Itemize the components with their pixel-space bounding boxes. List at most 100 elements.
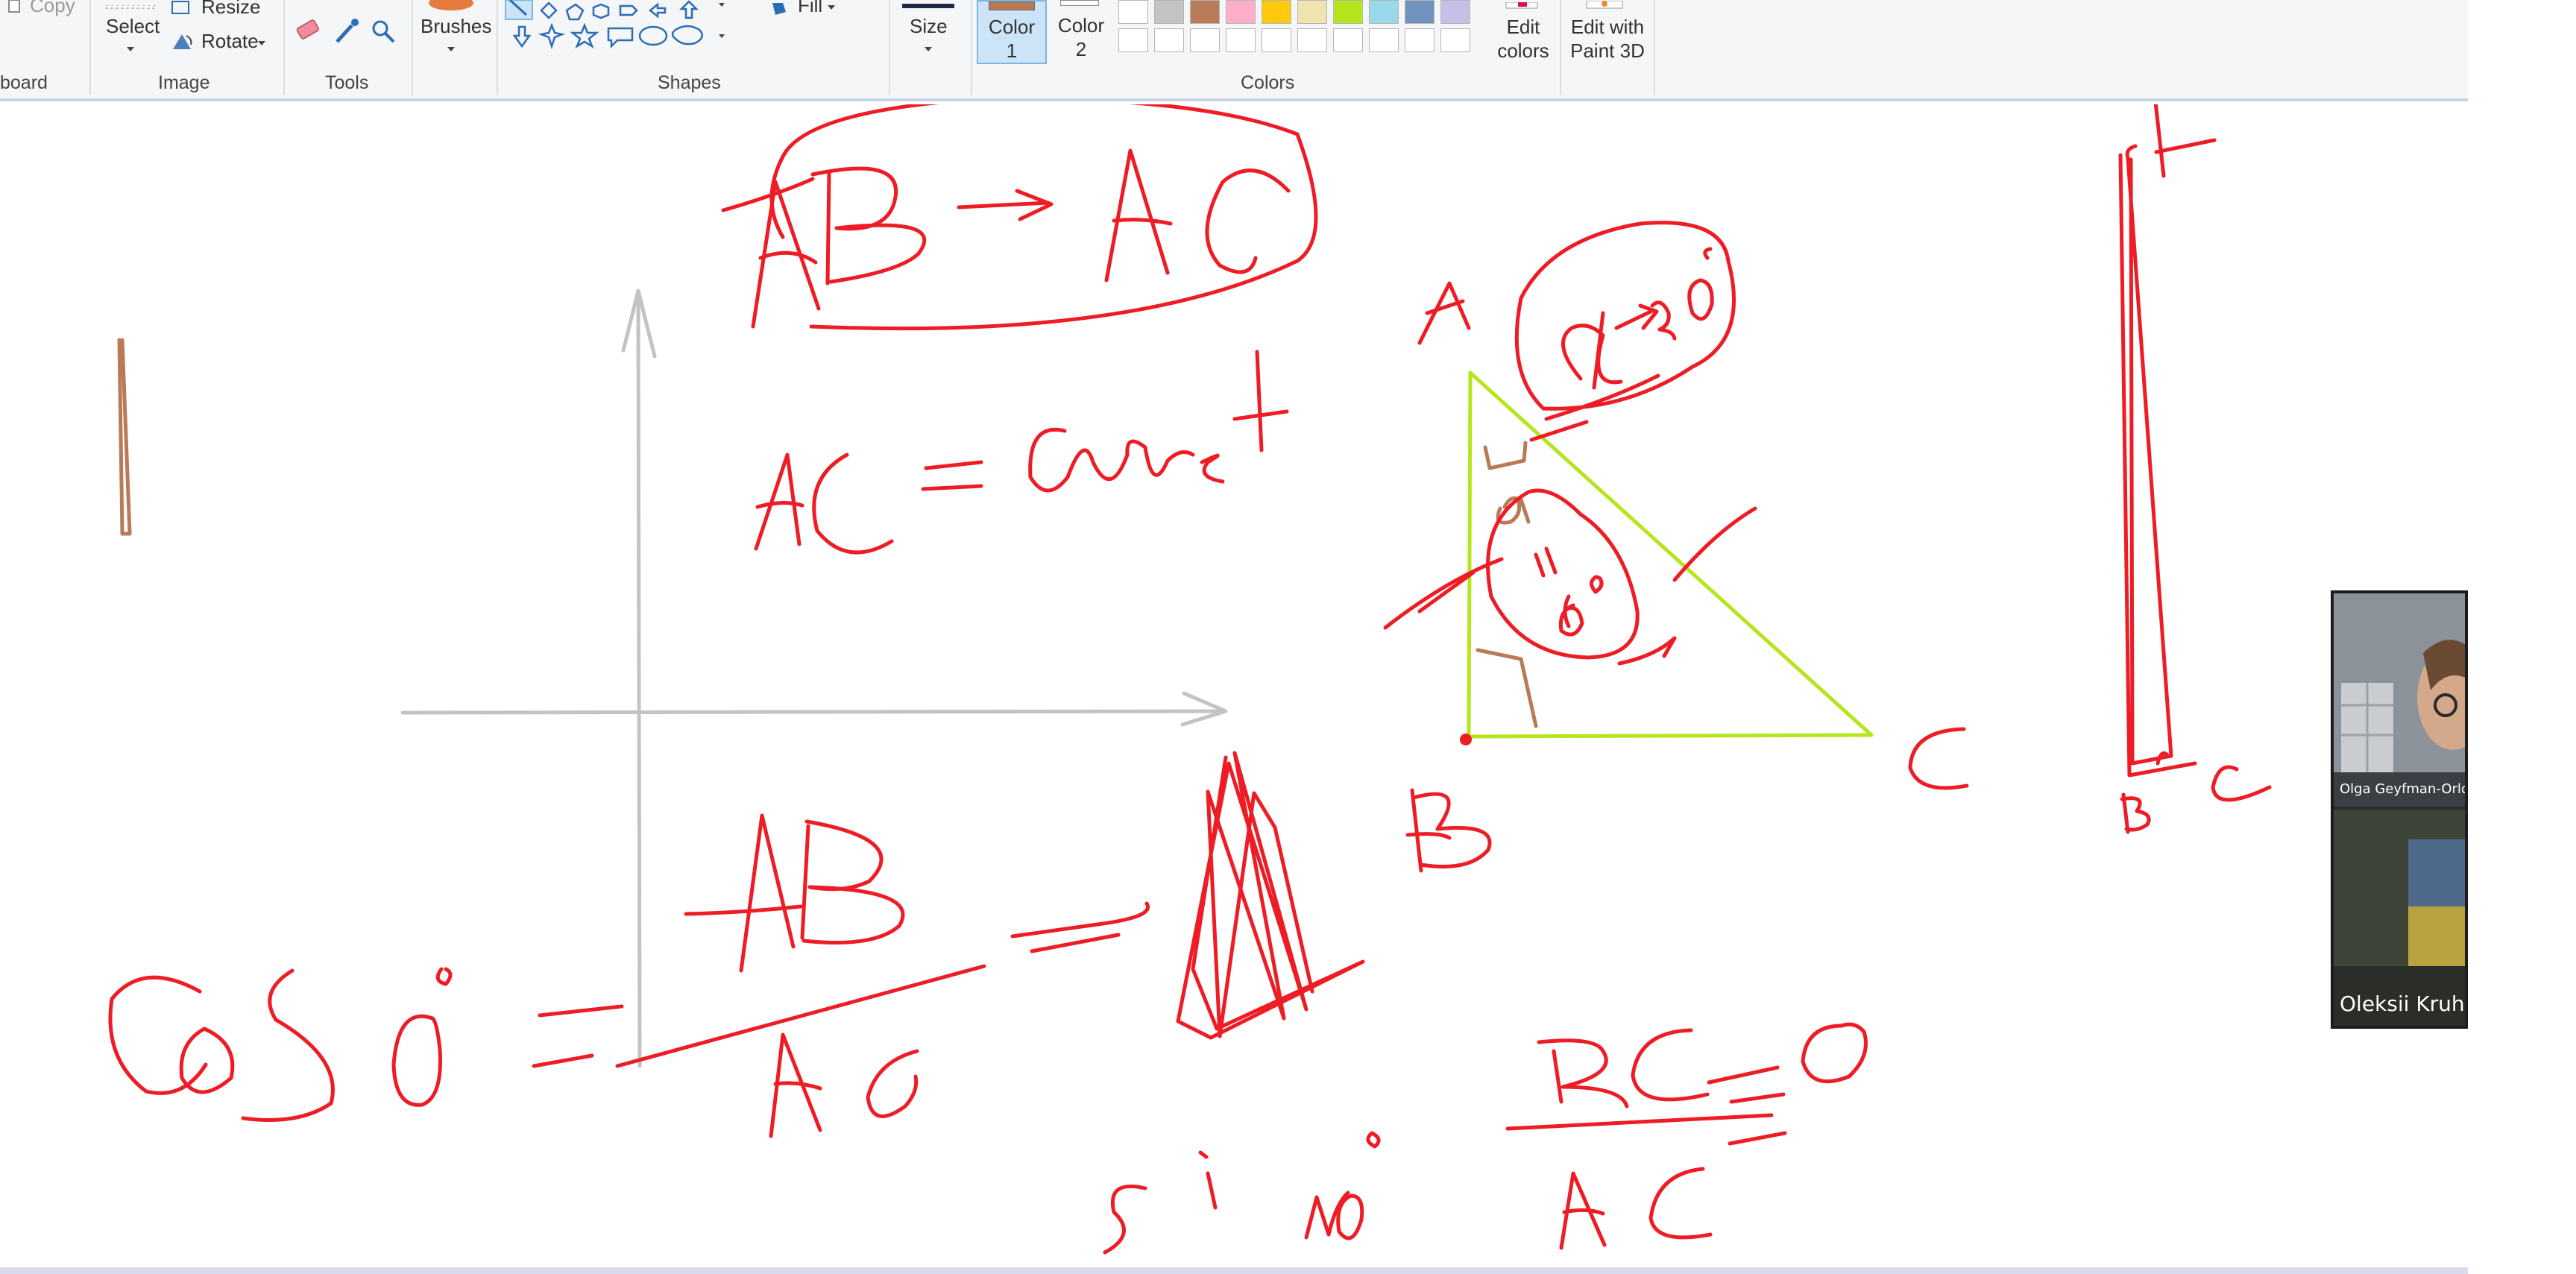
ink-equals-2 bbox=[532, 1004, 624, 1068]
video-call-panel[interactable]: Olga Geyfman-Orlov Oleksii Kruhly bbox=[2331, 590, 2468, 1029]
video-tile-2[interactable]: Oleksii Kruhly bbox=[2334, 810, 2465, 1026]
palette-swatch[interactable] bbox=[1369, 0, 1399, 24]
chevron-down-icon[interactable] bbox=[256, 37, 267, 45]
chevron-down-icon[interactable] bbox=[923, 43, 933, 51]
copy-icon[interactable] bbox=[7, 0, 24, 13]
participant-name-2: Oleksii Kruhly bbox=[2340, 991, 2465, 1016]
ink-side-ab-mark bbox=[1383, 557, 1504, 630]
separator bbox=[412, 0, 413, 95]
ink-sin-zero bbox=[1336, 1193, 1364, 1240]
palette-swatch[interactable] bbox=[1440, 0, 1470, 24]
edit-with-paint3d-button[interactable]: Edit with Paint 3D bbox=[1570, 16, 1645, 62]
palette-swatch[interactable] bbox=[1226, 0, 1256, 24]
palette-swatch[interactable] bbox=[1333, 28, 1363, 52]
ink-fraction-line bbox=[615, 964, 986, 1068]
color-palette bbox=[1118, 0, 1488, 63]
palette-swatch[interactable] bbox=[1262, 0, 1291, 24]
ink-side-ab-mark-2 bbox=[1417, 570, 1476, 614]
ink-tall-c bbox=[2211, 765, 2272, 802]
eraser-icon[interactable] bbox=[292, 18, 322, 45]
ink-ab bbox=[751, 166, 927, 329]
select-button[interactable]: Select bbox=[106, 15, 160, 37]
size-button[interactable]: Size bbox=[910, 15, 948, 37]
ink-ab-line-1 bbox=[1544, 373, 1660, 421]
ink-ab-2 bbox=[684, 813, 905, 973]
separator bbox=[283, 0, 285, 95]
ink-s bbox=[241, 968, 335, 1122]
ink-tall-triangle bbox=[2118, 144, 2197, 778]
palette-swatch[interactable] bbox=[1405, 28, 1435, 52]
color2-swatch bbox=[1060, 0, 1099, 6]
video-tile-1[interactable]: Olga Geyfman-Orlov bbox=[2334, 593, 2468, 807]
ink-zero bbox=[391, 1014, 442, 1107]
palette-swatch[interactable] bbox=[1118, 0, 1148, 24]
edit-colors-icon[interactable] bbox=[1503, 0, 1540, 9]
ink-ac-2 bbox=[754, 452, 894, 555]
copy-button[interactable]: Copy bbox=[30, 0, 75, 16]
palette-swatch[interactable] bbox=[1262, 28, 1291, 52]
ink-tall-b-tick bbox=[2155, 751, 2169, 766]
select-icon[interactable] bbox=[104, 0, 157, 9]
y-axis bbox=[636, 296, 642, 1068]
ink-zero-2 bbox=[1687, 247, 1714, 321]
clipboard-group-label: board bbox=[0, 72, 48, 93]
paint3d-icon[interactable] bbox=[1582, 0, 1627, 9]
brushes-button[interactable]: Brushes bbox=[421, 15, 492, 37]
resize-icon[interactable] bbox=[170, 0, 192, 16]
separator bbox=[1560, 0, 1561, 95]
palette-swatch[interactable] bbox=[1154, 28, 1184, 52]
ink-alpha-ellipse bbox=[1514, 221, 1736, 411]
chevron-down-icon[interactable] bbox=[446, 43, 456, 51]
palette-swatch[interactable] bbox=[1118, 28, 1148, 52]
ink-ac-4 bbox=[1559, 1167, 1713, 1250]
color2-button[interactable]: Color 2 bbox=[1047, 0, 1115, 64]
size-icon[interactable] bbox=[902, 0, 954, 8]
palette-swatch[interactable] bbox=[1369, 28, 1399, 52]
fill-button[interactable]: Fill bbox=[798, 0, 823, 16]
shapes-gallery[interactable] bbox=[504, 0, 758, 54]
ink-side-bc-mark bbox=[1617, 636, 1677, 666]
palette-swatch[interactable] bbox=[1405, 0, 1435, 24]
fill-icon[interactable] bbox=[768, 0, 793, 18]
palette-swatch[interactable] bbox=[1297, 0, 1327, 24]
ink-c bbox=[108, 975, 208, 1095]
palette-swatch[interactable] bbox=[1333, 0, 1363, 24]
ribbon-toolbar: Copy board Select Resize Rotate Image To… bbox=[0, 0, 2468, 101]
palette-swatch[interactable] bbox=[1297, 28, 1327, 52]
ink-ac-3 bbox=[769, 1032, 919, 1138]
ink-equals-1 bbox=[921, 460, 983, 491]
brush-icon[interactable] bbox=[425, 0, 477, 12]
freehand-drawing bbox=[108, 104, 2272, 1255]
palette-swatch[interactable] bbox=[1154, 0, 1184, 24]
ink-scribble-triangle bbox=[1176, 751, 1365, 1040]
ink-bc-line-2 bbox=[1728, 1131, 1787, 1146]
magnifier-icon[interactable] bbox=[370, 18, 397, 45]
ink-ellipse bbox=[769, 104, 1318, 331]
chevron-down-icon[interactable] bbox=[125, 43, 136, 51]
color2-label: Color 2 bbox=[1057, 14, 1105, 60]
image-group-label: Image bbox=[158, 72, 210, 93]
chevron-down-icon[interactable] bbox=[826, 1, 837, 10]
separator bbox=[889, 0, 890, 95]
tools-group-label: Tools bbox=[325, 72, 369, 93]
brown-angle-mark bbox=[1483, 441, 1528, 470]
drawing-canvas[interactable] bbox=[0, 104, 2468, 1267]
ink-sin-degree bbox=[1366, 1131, 1381, 1149]
palette-swatch[interactable] bbox=[1190, 0, 1220, 24]
palette-swatch[interactable] bbox=[1440, 28, 1470, 52]
palette-swatch[interactable] bbox=[1190, 28, 1220, 52]
participant-name-1: Olga Geyfman-Orlov bbox=[2340, 781, 2468, 797]
palette-swatch[interactable] bbox=[1226, 28, 1256, 52]
ink-arrow-2 bbox=[1614, 300, 1677, 341]
ink-bc-line bbox=[1505, 1113, 1774, 1131]
ink-degree bbox=[435, 967, 453, 986]
participant-video bbox=[2334, 810, 2465, 1026]
color-picker-icon[interactable] bbox=[331, 16, 361, 46]
ink-60 bbox=[1534, 546, 1604, 637]
edit-colors-button[interactable]: Edit colors bbox=[1497, 16, 1549, 62]
resize-button[interactable]: Resize bbox=[201, 0, 261, 18]
ink-sin bbox=[1103, 1150, 1350, 1255]
rotate-button[interactable]: Rotate bbox=[201, 30, 259, 52]
color1-button[interactable]: Color 1 bbox=[977, 0, 1047, 64]
rotate-icon[interactable] bbox=[170, 31, 195, 52]
